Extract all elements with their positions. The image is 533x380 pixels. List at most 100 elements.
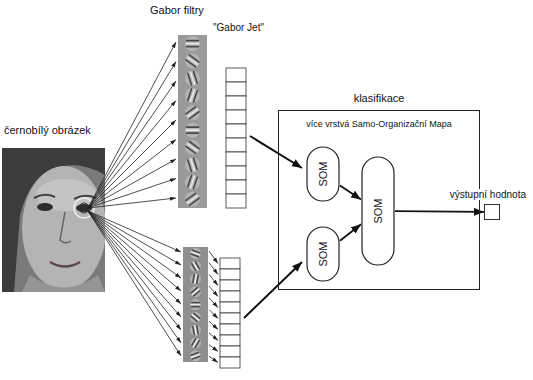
gabor-stripe <box>187 126 199 128</box>
jet-cell <box>220 291 240 302</box>
image-label: černobílý obrázek <box>4 124 91 137</box>
gabor-stripe <box>191 316 197 321</box>
gabor-stripe <box>188 109 198 116</box>
filter-arrow <box>88 211 181 252</box>
eyebrow <box>34 195 55 198</box>
gabor-stripe <box>188 160 192 171</box>
som-label: SOM <box>317 161 330 186</box>
gabor-patch-ground <box>188 349 202 363</box>
jet-cell <box>220 313 240 324</box>
filter-arrow <box>88 211 181 317</box>
gabor-patch-ground <box>185 123 200 138</box>
gabor-stripe <box>188 196 198 203</box>
jet-cell <box>220 258 240 269</box>
som-shape <box>362 157 394 265</box>
gabor-patch-ground <box>182 50 203 71</box>
gabor-stripe <box>186 60 196 67</box>
gabor-stripe <box>187 129 199 131</box>
gabor-stripe <box>193 275 194 283</box>
filter-arrow <box>88 198 176 208</box>
jet-arrow <box>209 333 218 341</box>
gabor-stripe <box>186 107 196 114</box>
jet-arrow <box>209 263 218 275</box>
hair <box>2 148 105 292</box>
filter-arrow <box>88 211 181 304</box>
gabor-stripe <box>192 306 200 308</box>
jet-to-som-arrow <box>250 136 302 168</box>
jet-cell <box>226 110 246 124</box>
mouth <box>50 262 80 267</box>
output-label: výstupní hodnota <box>448 189 528 201</box>
jet-cell <box>226 194 246 208</box>
filter-arrow <box>88 211 181 291</box>
jet-cell <box>220 302 240 313</box>
photo-ground <box>2 148 105 292</box>
output-box: výstupní hodnota <box>484 204 500 220</box>
gabor-patch <box>185 36 200 51</box>
classification-box: klasifikacevíce vrstvá Samo-Organizační … <box>278 110 480 290</box>
som-shape <box>307 147 339 201</box>
gabor-filter-strip <box>183 247 208 362</box>
jet-arrow <box>209 321 218 329</box>
jet-cell <box>226 138 246 152</box>
gabor-stripe <box>189 55 199 62</box>
jet-cell <box>226 124 246 138</box>
filter-arrow <box>88 42 176 208</box>
gabor-stripe <box>197 326 198 334</box>
face-skin <box>22 166 105 290</box>
gabor-patch <box>185 123 200 138</box>
gabor-patch-ground <box>188 335 203 350</box>
filter-arrow <box>88 81 176 208</box>
gabor-stripe <box>188 144 198 151</box>
filter-arrow <box>88 179 176 209</box>
generated-layout <box>88 36 302 368</box>
gabor-patch-ground <box>183 173 202 192</box>
jet-arrow <box>209 356 218 362</box>
gabor-patch-ground <box>188 284 203 299</box>
connector-arrow <box>340 185 361 199</box>
som-pill: SOM <box>361 156 395 266</box>
gabor-patch-ground <box>188 259 203 274</box>
gabor-stripe <box>188 89 192 100</box>
gabor-patch <box>189 324 202 337</box>
gabor-stripe <box>192 304 200 306</box>
gabor-patch-ground <box>183 69 202 88</box>
gabor-stripe <box>189 198 199 205</box>
filter-arrow <box>88 211 181 343</box>
jet-arrow <box>209 310 218 319</box>
gabor-patch <box>189 273 202 286</box>
gabor-patch-ground <box>182 137 203 158</box>
gabor-stripe <box>193 327 194 335</box>
som-label: SOM <box>372 198 385 223</box>
jet-arrow <box>209 286 218 296</box>
jet-cell <box>220 269 240 280</box>
connector-arrow <box>395 210 484 213</box>
jet-cell <box>226 180 246 194</box>
gabor-patch <box>183 69 202 88</box>
jet-to-som-arrow <box>244 262 302 318</box>
jet-arrow <box>209 298 218 308</box>
box-heading: klasifikace <box>354 92 405 105</box>
gabor-patch <box>188 335 203 350</box>
gabor-stripe <box>195 275 196 283</box>
gabor-stripe <box>187 40 199 42</box>
gabor-patch <box>183 86 202 105</box>
gabor-patch <box>182 102 203 123</box>
gabor-stripe <box>191 288 197 293</box>
chin-shadow <box>22 275 105 292</box>
jet-cell <box>226 68 246 82</box>
filter-arrow <box>88 211 181 356</box>
jet-cell <box>226 152 246 166</box>
gabor-patch <box>188 349 202 363</box>
gabor-stripe <box>192 302 200 304</box>
gabor-stripe <box>189 141 199 148</box>
gabor-patch-ground <box>190 299 201 310</box>
nose <box>60 212 71 243</box>
gabor-stripe <box>187 46 199 48</box>
gabor-patch-ground <box>185 36 200 51</box>
filter-label: Gabor filtry <box>150 4 204 17</box>
gabor-stripe <box>191 353 199 356</box>
